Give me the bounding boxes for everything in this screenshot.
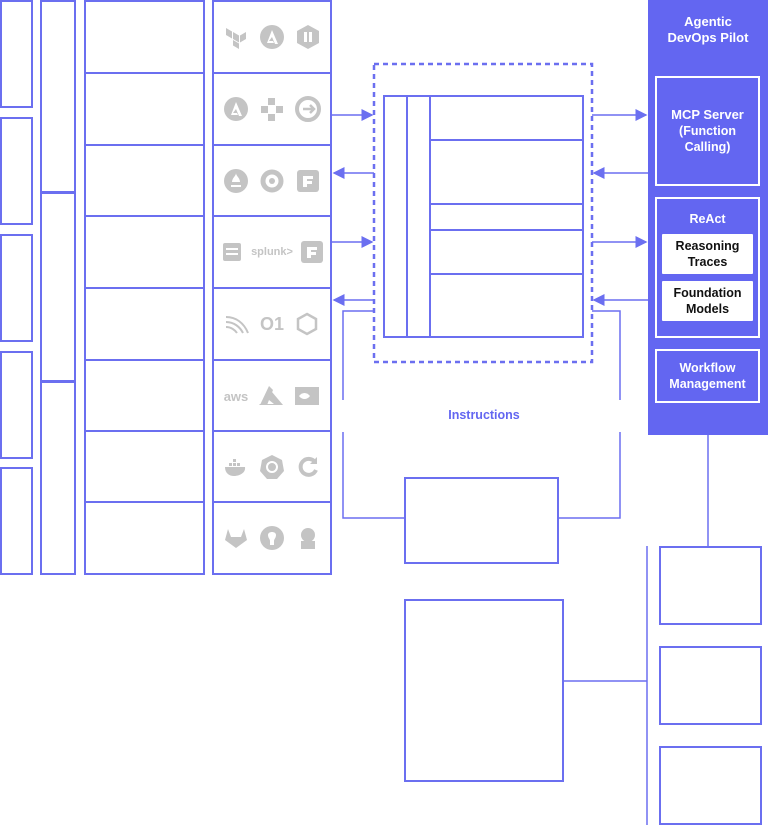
tools-row-6: aws [212,359,332,433]
left-strip-2 [0,117,33,225]
center-block-col-b [406,95,431,338]
refresh-icon [295,454,321,480]
right-output-box-2 [659,646,762,725]
layer-box-3 [84,144,205,218]
center-block-cell-1 [429,95,584,141]
tools-row-2 [212,72,332,146]
pulumi-icon [295,24,321,50]
jenkins-icon [295,168,321,194]
prometheus-icon [223,168,249,194]
jenkins-icon [295,525,321,551]
sync-icon [295,96,321,122]
tools-row-8 [212,501,332,575]
mcp-server-label: MCP Server [671,107,744,122]
react-box: ReAct [655,197,760,338]
tools-row-7 [212,430,332,504]
layer-box-7 [84,430,205,504]
instructions-box [404,477,559,564]
workflow-icon [259,96,285,122]
foundation-label-2: Models [685,302,730,316]
ansible-icon [223,96,249,122]
tall-column-2 [40,192,76,382]
reasoning-label-2: Traces [687,255,728,269]
bottom-large-box [404,599,564,782]
layer-box-5 [84,287,205,361]
mcp-function-calling-label: (Function Calling) [679,124,736,154]
workflow-label-1: Workflow [679,361,736,375]
layer-box-4 [84,215,205,289]
agentic-devops-panel: Agentic DevOps Pilot MCP Server (Functio… [648,0,768,435]
layer-box-1 [84,0,205,74]
center-block-cell-3 [429,229,584,275]
tall-column-3 [40,381,76,575]
terraform-icon [223,24,249,50]
ansible-icon [259,24,285,50]
hexagon-icon [294,311,320,337]
reasoning-label-1: Reasoning [675,239,740,253]
center-block-col-a [383,95,408,338]
right-output-box-1 [659,546,762,625]
layer-box-2 [84,72,205,146]
left-strip-5 [0,467,33,575]
gitlab-icon [223,525,249,551]
center-block-cell-4 [429,273,584,338]
tall-column-1 [40,0,76,193]
kubernetes-icon [259,454,285,480]
instructions-label: Instructions [448,408,520,422]
reasoning-traces-box: Reasoning Traces [662,234,753,274]
center-block-cell-2 [429,139,584,205]
workflow-management-box: Workflow Management [655,349,760,403]
github-icon [259,525,285,551]
docker-icon [223,454,249,480]
left-strip-4 [0,351,33,459]
tools-row-5: O1 [212,287,332,361]
right-output-box-3 [659,746,762,825]
react-title: ReAct [689,212,726,226]
mcp-server-box: MCP Server (Function Calling) [655,76,760,186]
layer-box-8 [84,501,205,575]
splunk-box-icon [219,239,245,265]
tools-row-3 [212,144,332,218]
panel-title-line-2: DevOps Pilot [667,30,749,45]
workflow-label-2: Management [669,377,746,391]
foundation-models-box: Foundation Models [662,281,753,321]
azure-icon [258,383,284,409]
opsgenie-icon: O1 [259,313,284,334]
splunk-logo: splunk> [251,246,293,258]
grafana-icon [259,168,285,194]
panel-title: Agentic DevOps Pilot [648,14,768,46]
left-strip-1 [0,0,33,108]
tools-row-1 [212,0,332,74]
left-strip-3 [0,234,33,342]
foundation-label-1: Foundation [673,286,742,300]
tekton-icon [224,311,250,337]
nvidia-icon [294,383,320,409]
jenkins-icon [299,239,325,265]
panel-title-line-1: Agentic [684,14,732,29]
aws-icon: aws [223,388,249,404]
